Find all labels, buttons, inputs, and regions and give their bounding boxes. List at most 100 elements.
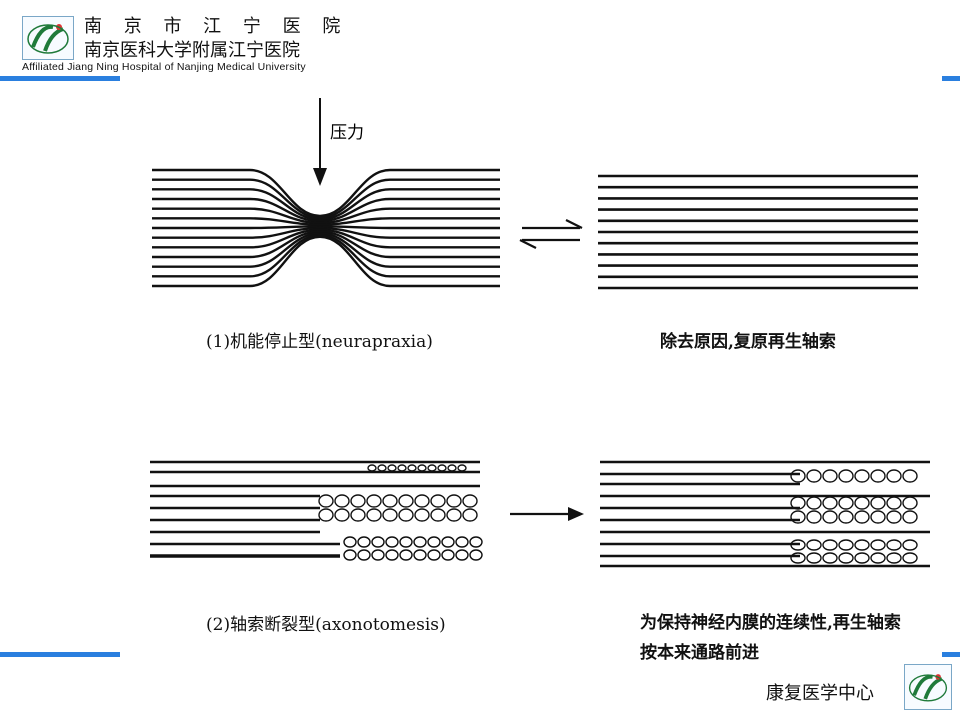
nerve-fibre	[152, 235, 500, 288]
degenerated-segment	[413, 549, 427, 561]
degenerated-segment	[886, 469, 902, 483]
degenerated-segment	[427, 536, 441, 548]
degenerated-segment	[870, 510, 886, 524]
degenerated-segment	[886, 510, 902, 524]
degenerated-segment	[870, 496, 886, 510]
degenerated-segment	[455, 549, 469, 561]
degenerated-segment	[870, 552, 886, 564]
degenerated-segment	[385, 549, 399, 561]
degenerated-segment	[806, 539, 822, 551]
degenerated-segment	[886, 552, 902, 564]
regenerating-nerve-bundle	[600, 460, 930, 568]
degenerated-segment	[886, 539, 902, 551]
nerve-fibre	[152, 207, 500, 225]
degenerated-segment	[371, 549, 385, 561]
nerve-fibre	[152, 230, 500, 259]
degenerated-segment	[902, 496, 918, 510]
nerve-fibre	[152, 188, 500, 221]
degenerated-segment	[469, 549, 483, 561]
degenerated-segment	[398, 494, 414, 508]
degenerated-segment	[446, 508, 462, 522]
nerve-fibre	[152, 197, 500, 223]
degenerated-segment	[318, 494, 334, 508]
degenerated-segment	[854, 539, 870, 551]
degenerated-segment	[350, 494, 366, 508]
degenerated-segment	[854, 552, 870, 564]
degenerated-segment	[387, 464, 397, 472]
degenerated-segment	[822, 469, 838, 483]
caption-neurapraxia: (1)机能停止型(neurapraxia)	[206, 332, 433, 352]
degenerated-segment	[343, 536, 357, 548]
caption-recovery-2: 为保持神经内膜的连续性,再生轴索按本来通路前进	[640, 613, 901, 663]
recovered-nerve-bundle	[598, 174, 918, 290]
nerve-fibre	[152, 178, 500, 219]
degenerated-segment	[334, 494, 350, 508]
degenerated-segment	[838, 510, 854, 524]
degenerated-segment	[441, 536, 455, 548]
degenerated-segment	[822, 552, 838, 564]
degenerated-segment	[417, 464, 427, 472]
hospital-affiliation-en: Affiliated Jiang Ning Hospital of Nanjin…	[22, 61, 306, 73]
degenerated-segment	[838, 496, 854, 510]
pressure-label: 压力	[330, 123, 364, 143]
degenerated-segment	[854, 510, 870, 524]
degenerated-segment	[357, 536, 371, 548]
degenerated-segment	[366, 508, 382, 522]
degenerated-segment	[446, 494, 462, 508]
degenerated-segment	[357, 549, 371, 561]
axonotmesis-nerve-bundle	[150, 460, 483, 561]
degenerated-segment	[382, 508, 398, 522]
degenerated-segment	[806, 496, 822, 510]
caption-axonotmesis: (2)轴索断裂型(axonotomesis)	[206, 615, 446, 635]
top-right-accent-bar	[942, 76, 960, 81]
degenerated-segment	[398, 508, 414, 522]
degenerated-segment	[854, 469, 870, 483]
degenerated-segment	[399, 549, 413, 561]
caption-recovery-1: 除去原因,复原再生轴索	[660, 332, 836, 352]
degenerated-segment	[318, 508, 334, 522]
degenerated-segment	[334, 508, 350, 522]
degenerated-segment	[441, 549, 455, 561]
compressed-nerve-bundle	[152, 168, 500, 288]
degenerated-segment	[382, 494, 398, 508]
degenerated-segment	[806, 552, 822, 564]
degenerated-segment	[790, 552, 806, 564]
degenerated-segment	[430, 494, 446, 508]
bottom-right-accent-bar	[942, 652, 960, 657]
degenerated-segment	[790, 510, 806, 524]
degenerated-segment	[886, 496, 902, 510]
degenerated-segment	[806, 469, 822, 483]
top-left-accent-bar	[0, 76, 120, 81]
bottom-left-accent-bar	[0, 652, 120, 657]
degenerated-segment	[377, 464, 387, 472]
degenerated-segment	[385, 536, 399, 548]
degenerated-segment	[854, 496, 870, 510]
degenerated-segment	[870, 539, 886, 551]
hospital-logo-icon	[904, 664, 952, 710]
hospital-name: 南 京 市 江 宁 医 院	[84, 16, 349, 37]
nerve-fibre	[152, 168, 500, 218]
degenerated-segment	[902, 469, 918, 483]
degenerated-segment	[447, 464, 457, 472]
degenerated-segment	[822, 510, 838, 524]
degenerated-segment	[790, 469, 806, 483]
degenerated-segment	[413, 536, 427, 548]
degenerated-segment	[822, 539, 838, 551]
degenerated-segment	[838, 539, 854, 551]
nerve-fibre	[152, 225, 500, 230]
degenerated-segment	[437, 464, 447, 472]
pressure-arrow	[313, 98, 327, 186]
degenerated-segment	[870, 469, 886, 483]
degenerated-segment	[469, 536, 483, 548]
degenerated-segment	[790, 539, 806, 551]
degenerated-segment	[414, 508, 430, 522]
degenerated-segment	[462, 494, 478, 508]
reversible-arrow	[519, 219, 583, 249]
nerve-fibre	[152, 226, 500, 239]
degenerated-segment	[902, 539, 918, 551]
degenerated-segment	[457, 464, 467, 472]
nerve-fibre	[152, 228, 500, 249]
degenerated-segment	[902, 552, 918, 564]
degenerated-segment	[399, 536, 413, 548]
